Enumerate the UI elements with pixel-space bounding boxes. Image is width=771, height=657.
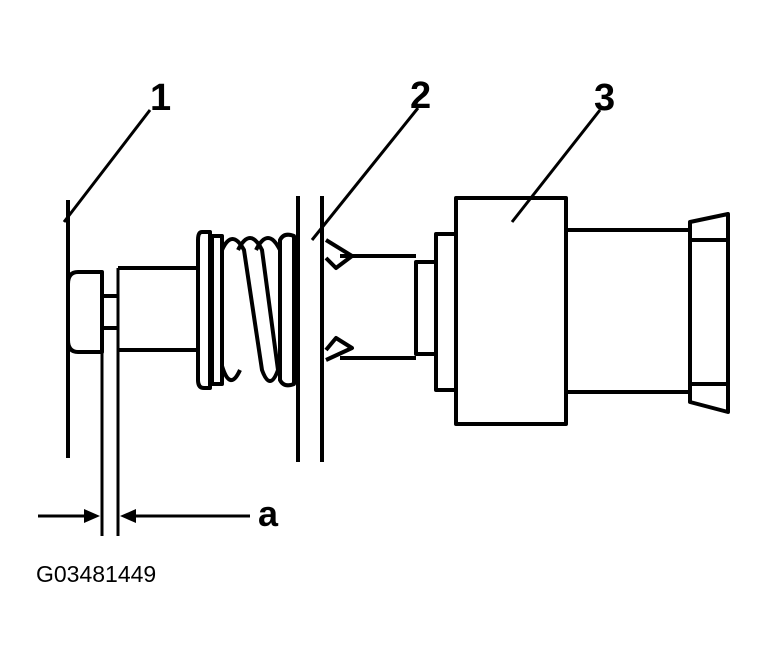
- plunger-head: [66, 270, 118, 354]
- switch-neck: [340, 232, 458, 392]
- dimension-arrow-left: [38, 509, 100, 523]
- dimension-label: a: [258, 493, 279, 534]
- figure-code: G03481449: [36, 561, 156, 587]
- switch-body: [454, 196, 568, 426]
- callout-label-3: 3: [594, 77, 615, 119]
- mounting-bracket: [296, 196, 324, 462]
- callout-label-2: 2: [410, 75, 431, 117]
- callout-leader-2: [310, 107, 420, 241]
- connector-housing: [566, 212, 730, 414]
- plunger-shaft: [118, 266, 210, 352]
- callout-leader-3: [510, 109, 602, 223]
- callout-leader-1: [62, 109, 152, 223]
- coil-spring: [196, 230, 296, 390]
- callout-label-1: 1: [150, 77, 171, 119]
- locking-clip: [324, 238, 354, 362]
- dimension-arrow-right: [120, 509, 250, 523]
